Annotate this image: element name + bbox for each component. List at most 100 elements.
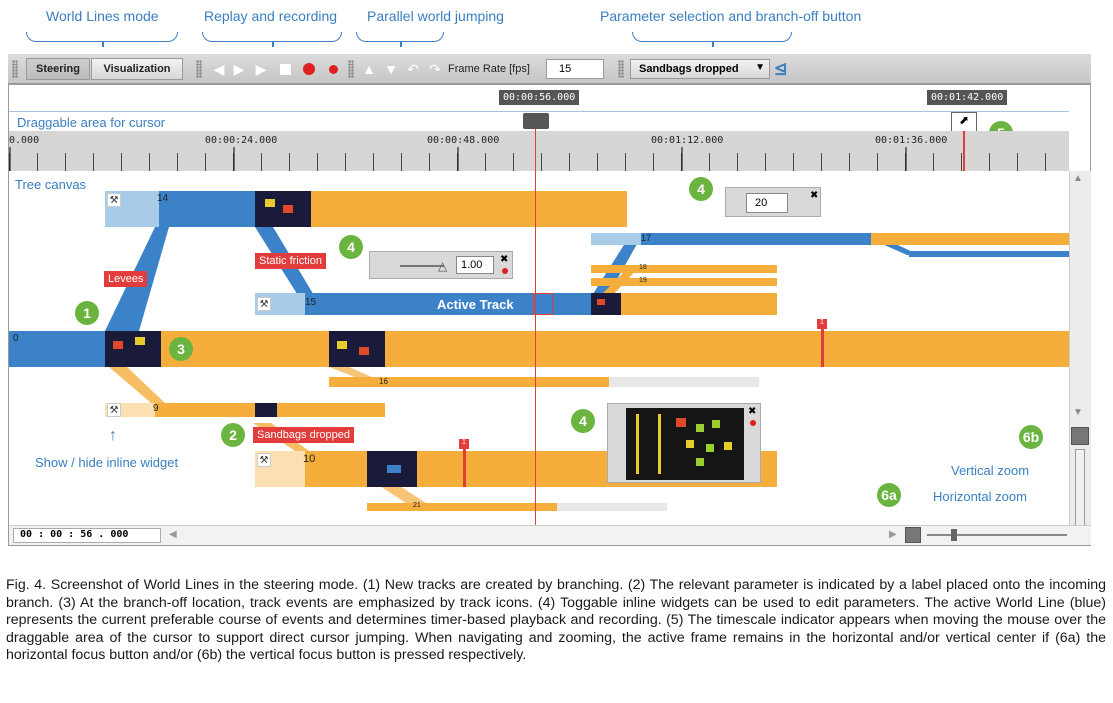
jump-down-icon[interactable]: ▼ [384,61,398,77]
friction-input[interactable]: 1.00 [456,256,494,274]
close-icon[interactable]: ✖ [748,406,757,417]
toolbar-grip[interactable] [12,60,18,78]
wrench-icon[interactable]: ⚒ [257,297,271,311]
callout-tree-canvas: Tree canvas [15,177,87,192]
track-18[interactable] [591,265,777,273]
time-ms: 000 [110,529,129,540]
track-15-future[interactable] [591,293,777,315]
toolbar-grip-3[interactable] [348,60,354,78]
vertical-zoom-slider[interactable] [1075,449,1085,529]
callout-draggable-area: Draggable area for cursor [17,115,166,130]
jump-next-world-icon[interactable]: ↷ [429,60,441,77]
branch-off-icon[interactable]: ⊴ [774,61,788,78]
callout-world-lines-mode: World Lines mode [46,8,159,24]
scroll-right-icon[interactable]: ▶ [889,529,897,540]
track-17-future[interactable] [871,233,1069,245]
event-marker[interactable]: 1 [817,319,827,329]
circle-1: 1 [75,301,99,325]
param-select-value: Sandbags dropped [639,63,739,75]
event-marker-line [463,449,466,487]
record-icon[interactable] [750,420,756,426]
wrench-icon[interactable]: ⚒ [107,193,121,207]
label-levees: Levees [104,271,148,287]
circle-3: 3 [169,337,193,361]
inline-widget-image: ✖ [607,403,761,483]
track-16-empty [609,377,759,387]
simulation-preview [626,408,744,480]
wrench-icon[interactable]: ⚒ [107,403,121,417]
close-icon[interactable]: ✖ [810,190,819,201]
track-9[interactable] [105,403,385,417]
step-forward-icon[interactable]: ▶ [255,60,267,77]
record-icon[interactable] [300,60,318,78]
scroll-left-icon[interactable]: ◀ [169,529,177,540]
close-icon[interactable]: ✖ [500,254,509,265]
track-id: 19 [639,277,647,284]
cursor-handle[interactable] [523,113,549,129]
friction-slider-track[interactable] [400,265,444,267]
brace-mode [26,32,178,47]
track-id: 9 [153,403,159,414]
jump-prev-world-icon[interactable]: ↶ [407,60,419,77]
event-marker-line [821,329,824,367]
track-21-empty [557,503,667,511]
active-frame-box [533,293,553,315]
tick-label: 00:01:12.000 [651,135,724,146]
record-icon[interactable] [502,268,508,274]
scroll-down-icon[interactable]: ▼ [1073,407,1083,418]
track-21[interactable] [367,503,557,511]
time-seconds: 56 [80,529,93,540]
frame-rate-input[interactable]: 15 [546,59,604,79]
track-17b[interactable] [909,251,1069,257]
param-select[interactable]: Sandbags dropped ▼ [630,59,770,79]
toolbar-grip-4[interactable] [618,60,624,78]
tick-label: 00:00:48.000 [427,135,500,146]
callout-show-hide-widget: Show / hide inline widget [35,455,179,470]
slider-thumb-icon[interactable]: △ [438,259,448,273]
skip-back-icon[interactable]: ◀ [213,60,225,77]
major-tick-marks [9,147,1069,171]
toolbar-grip-2[interactable] [196,60,202,78]
label-sandbags-dropped: Sandbags dropped [253,427,354,443]
inline-widget-friction: △ 1.00 ✖ [369,251,513,279]
arrow-up-icon: ↑ [109,427,117,444]
visualization-button[interactable]: Visualization [91,58,183,80]
callout-parallel-world: Parallel world jumping [367,8,504,24]
steering-button[interactable]: Steering [26,58,90,80]
vertical-focus-button[interactable] [1071,427,1089,445]
callout-replay-recording: Replay and recording [204,8,338,24]
track-id: 16 [379,377,388,386]
brace-param [632,32,792,47]
circle-4: 4 [339,235,363,259]
circle-2: 2 [221,423,245,447]
wrench-icon[interactable]: ⚒ [257,453,271,467]
track-19[interactable] [591,278,777,286]
track-14[interactable] [255,191,627,227]
track-17-light [591,233,641,245]
horizontal-zoom-thumb[interactable] [951,529,957,541]
track-id: 0 [13,333,19,344]
horizontal-zoom-slider[interactable] [927,534,1067,536]
jump-up-icon[interactable]: ▲ [362,61,376,77]
track-15-active[interactable] [305,293,591,315]
callout-vertical-zoom: Vertical zoom [951,463,1030,478]
hover-time-tag: 00:01:42.000 [927,90,1008,105]
play-icon[interactable]: ▶ [233,60,245,77]
event-marker[interactable]: 1 [459,439,469,449]
time-hours: 00 [20,529,33,540]
horizontal-focus-button[interactable] [905,527,921,543]
record-from-cursor-icon[interactable] [324,60,342,78]
number-input[interactable]: 20 [746,193,788,213]
tick-label: 0.000 [9,135,40,146]
cursor-line[interactable] [535,129,536,525]
track-0[interactable] [105,331,1069,367]
time-display[interactable]: 00 : 00 : 56 . 000 [13,528,161,543]
scroll-up-icon[interactable]: ▲ [1073,173,1083,184]
track-thumbnail [591,293,621,315]
track-id: 17 [641,233,652,243]
track-17[interactable] [641,233,871,245]
stop-icon[interactable] [276,60,294,78]
track-16[interactable] [329,377,609,387]
track-0-active[interactable] [9,331,105,367]
track-id: 15 [305,297,317,308]
